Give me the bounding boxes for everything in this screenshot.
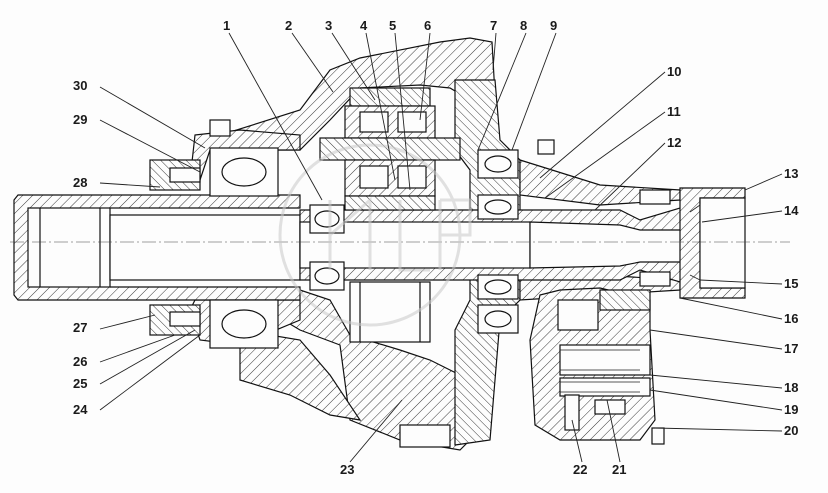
output-shaft [299,204,691,286]
callout-label-9: 9 [550,18,557,33]
bearing-right-mid [477,194,519,220]
callout-leader-27 [99,314,156,330]
seals [149,119,671,448]
callout-leader-6 [419,32,431,121]
callout-leader-20 [654,427,783,432]
callout-leader-4 [365,32,396,181]
callout-leader-25 [99,329,196,385]
callout-label-16: 16 [784,311,798,326]
callout-leader-11 [544,111,666,199]
callout-label-22: 22 [573,462,587,477]
callout-leader-12 [594,142,666,211]
callout-label-27: 27 [73,320,87,335]
callout-label-25: 25 [73,376,87,391]
callout-label-14: 14 [784,203,799,218]
callout-label-1: 1 [223,18,230,33]
callout-leader-28 [99,182,161,188]
callout-leader-17 [649,329,783,350]
callout-label-24: 24 [73,402,88,417]
callout-label-26: 26 [73,354,87,369]
bearing-mid-bottom [309,261,345,291]
callout-label-2: 2 [285,18,292,33]
callout-label-5: 5 [389,18,396,33]
bearing-right-bottom [477,304,519,334]
callout-label-30: 30 [73,78,87,93]
input-shaft [13,194,301,301]
callout-label-19: 19 [784,402,798,417]
callout-leader-29 [99,119,201,173]
watermark [278,143,472,327]
callout-leader-21 [606,399,621,463]
callout-label-23: 23 [340,462,354,477]
callout-leader-7 [492,32,497,71]
output-flange [679,187,746,299]
callout-label-13: 13 [784,166,798,181]
callout-leader-3 [331,32,376,101]
callout-label-20: 20 [784,423,798,438]
callout-label-6: 6 [424,18,431,33]
gear-pack [319,87,461,343]
callout-leader-26 [99,334,176,363]
callout-leader-30 [99,86,206,149]
callout-label-4: 4 [360,18,368,33]
callout-leader-15 [699,279,783,285]
callout-leader-22 [571,419,583,463]
callout-leader-1 [228,32,323,201]
callout-label-7: 7 [490,18,497,33]
bearings [209,147,519,349]
callout-label-29: 29 [73,112,87,127]
callout-leader-23 [349,399,403,463]
callout-label-21: 21 [612,462,626,477]
callout-label-12: 12 [667,135,681,150]
bearing-right-low [477,274,519,300]
callout-leader-10 [539,71,666,179]
callout-label-10: 10 [667,64,681,79]
callout-leader-16 [679,297,783,320]
bearing-left-top [209,147,279,197]
callout-label-28: 28 [73,175,87,190]
callout-leader-14 [701,210,783,223]
bearing-right-top [477,149,519,179]
callout-label-3: 3 [325,18,332,33]
bearing-left-bottom [209,299,279,349]
callout-leader-5 [394,32,411,191]
callout-leader-8 [477,32,527,151]
callout-label-15: 15 [784,276,798,291]
callout-label-8: 8 [520,18,527,33]
callout-label-11: 11 [667,104,681,119]
callout-leader-13 [744,173,783,191]
callout-leader-19 [649,389,783,411]
callout-leader-2 [291,32,334,93]
callout-leader-9 [511,32,557,151]
callout-label-17: 17 [784,341,798,356]
callout-leader-18 [649,374,783,389]
callout-leader-24 [99,334,201,411]
clutch-unit [529,287,665,445]
callout-label-18: 18 [784,380,798,395]
